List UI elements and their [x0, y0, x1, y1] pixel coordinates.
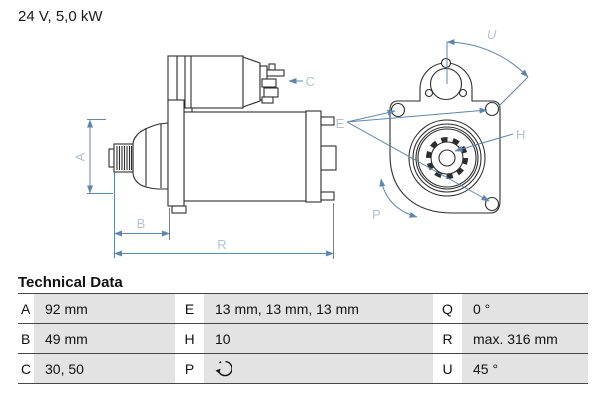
- param-value: 92 mm: [34, 294, 175, 323]
- side-view-drawing: [108, 55, 337, 214]
- param-value: max. 316 mm: [462, 324, 588, 353]
- dimension-label-c: C: [306, 74, 315, 89]
- technical-data-table: A 92 mm E 13 mm, 13 mm, 13 mm Q 0 ° B 49…: [18, 293, 588, 384]
- pinion-front-gear: [423, 134, 471, 182]
- mounting-bracket-top: [167, 55, 178, 103]
- terminal-stud: [266, 69, 285, 77]
- table-row: C 30, 50 P U 45 °: [18, 353, 588, 384]
- param-key: R: [433, 330, 462, 347]
- counterclockwise-rotation-icon: [215, 360, 232, 377]
- pinion-gear: [113, 143, 134, 173]
- ear-center-hole: [429, 67, 463, 101]
- table-row: A 92 mm E 13 mm, 13 mm, 13 mm Q 0 °: [18, 293, 588, 323]
- param-key: Q: [433, 300, 462, 317]
- dimension-h: H: [454, 127, 525, 152]
- mounting-bracket-foot: [171, 205, 187, 214]
- dimension-label-u: U: [487, 27, 497, 42]
- ear-top-hole: [440, 57, 452, 69]
- param-key: A: [18, 300, 34, 317]
- solenoid-body: [176, 55, 244, 109]
- param-value: 49 mm: [34, 324, 175, 353]
- dimension-c: C: [288, 74, 315, 89]
- motor-body: [183, 111, 307, 202]
- dimension-label-p: P: [372, 207, 381, 222]
- dimension-b: B: [114, 172, 170, 258]
- dimension-e: E: [336, 107, 490, 202]
- technical-data-heading: Technical Data: [18, 274, 123, 291]
- param-key: B: [18, 330, 34, 347]
- dimension-label-b: B: [137, 216, 146, 231]
- param-value: [204, 354, 433, 383]
- param-value: 10: [204, 324, 433, 353]
- param-key: U: [433, 360, 462, 377]
- dimension-label-e: E: [336, 116, 345, 131]
- dimension-p: P: [372, 178, 418, 222]
- param-value: 30, 50: [34, 354, 175, 383]
- shaft-stub: [108, 148, 115, 168]
- param-key: C: [18, 360, 34, 377]
- terminal-block-2: [263, 87, 279, 98]
- dimension-a: A: [73, 119, 113, 194]
- rear-block-mid: [320, 145, 337, 171]
- ear-left-hole: [424, 88, 434, 98]
- rear-tab-top: [320, 116, 335, 126]
- front-view-drawing: [389, 57, 501, 214]
- table-row: B 49 mm H 10 R max. 316 mm: [18, 323, 588, 353]
- param-key: H: [175, 330, 204, 347]
- mounting-bracket: [167, 99, 185, 207]
- dimension-label-a: A: [73, 152, 88, 161]
- motor-end-cap: [305, 110, 322, 203]
- param-value: 13 mm, 13 mm, 13 mm: [204, 294, 433, 323]
- starter-motor-technical-drawing: A B R C E H U: [73, 27, 529, 259]
- mount-hole-top-left: [390, 102, 406, 118]
- param-value: 45 °: [462, 354, 588, 383]
- solenoid-end-taper: [242, 56, 261, 108]
- dimension-r: R: [114, 203, 334, 259]
- ear-right-hole: [458, 88, 468, 98]
- param-value: 0 °: [462, 294, 588, 323]
- drive-end-housing: [132, 122, 169, 190]
- dimension-label-r: R: [217, 237, 226, 252]
- pinion-teeth-stripes: [116, 146, 133, 170]
- param-key: P: [175, 360, 204, 377]
- terminal-block-3: [261, 96, 274, 104]
- page-title: 24 V, 5,0 kW: [18, 8, 103, 25]
- dimension-label-h: H: [516, 127, 525, 142]
- dimension-u: U: [446, 27, 529, 108]
- rear-tab-bottom: [320, 191, 335, 201]
- terminal-tab: [268, 63, 276, 71]
- mount-hole-top-right: [484, 101, 500, 117]
- param-key: E: [175, 300, 204, 317]
- mount-hole-bottom-right: [484, 196, 500, 212]
- terminal-block-1: [261, 78, 277, 88]
